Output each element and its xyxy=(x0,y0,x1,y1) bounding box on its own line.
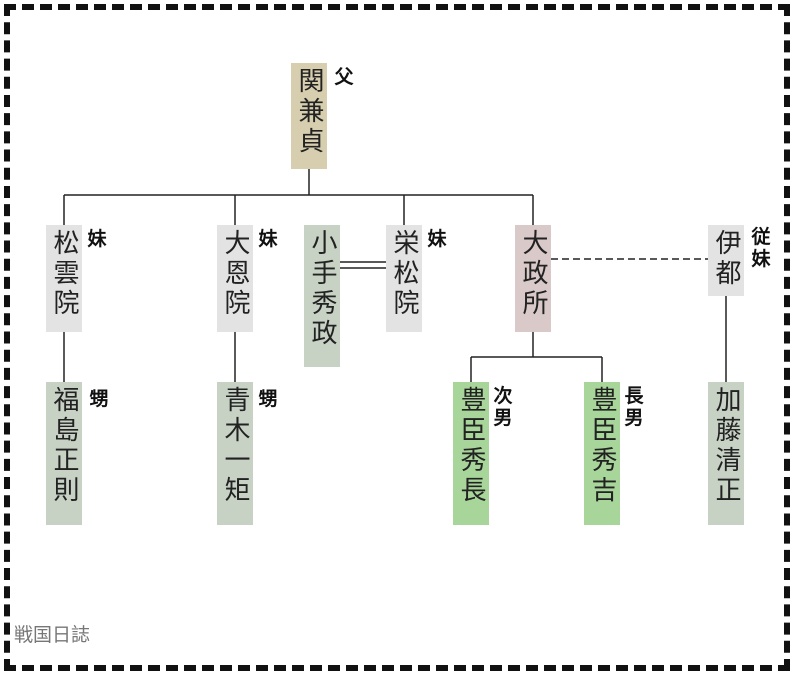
dashed-frame xyxy=(4,4,790,671)
relation-label-daion: 妹 xyxy=(258,228,278,250)
person-box-hideyoshi: 豊臣秀吉 xyxy=(584,382,620,525)
person-box-hidenaga: 豊臣秀長 xyxy=(453,382,489,525)
relation-label-hideyoshi: 長男 xyxy=(624,385,644,429)
person-box-daion: 大恩院 xyxy=(217,225,253,332)
person-box-shounin: 松雲院 xyxy=(46,225,82,332)
relation-label-father: 父 xyxy=(334,66,354,88)
relation-label-eisho: 妹 xyxy=(427,228,447,250)
relation-label-shounin: 妹 xyxy=(87,228,107,250)
person-box-kotemasa: 小手秀政 xyxy=(304,225,340,367)
relation-label-hidenaga: 次男 xyxy=(493,385,513,429)
person-box-kato: 加藤清正 xyxy=(708,382,744,525)
person-box-eisho: 栄松院 xyxy=(386,225,422,332)
person-box-fukushima: 福島正則 xyxy=(46,382,82,525)
relation-label-fukushima: 甥 xyxy=(89,388,109,410)
relation-label-ito: 従妹 xyxy=(751,226,771,270)
person-box-ito: 伊都 xyxy=(708,225,744,296)
watermark-text: 戦国日誌 xyxy=(14,624,91,646)
person-box-father: 関兼貞 xyxy=(291,63,327,169)
person-box-aoki: 青木一矩 xyxy=(217,382,253,525)
relation-label-aoki: 甥 xyxy=(258,388,278,410)
person-box-omandokoro: 大政所 xyxy=(515,225,551,332)
